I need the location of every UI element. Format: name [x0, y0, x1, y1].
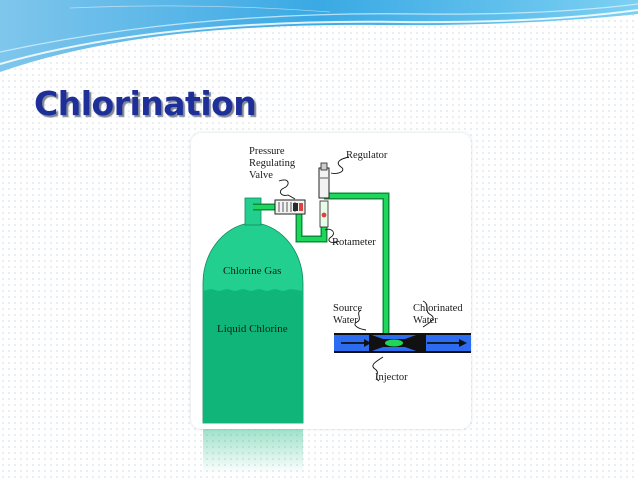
label-source-2: Water [333, 315, 358, 326]
label-injector: Injector [375, 372, 408, 383]
leader-lines [278, 156, 434, 382]
label-liquid-chlorine: Liquid Chlorine [217, 323, 288, 335]
flow-arrows [341, 339, 467, 347]
slide-title: Chlorination [34, 84, 257, 123]
pressure-regulating-valve [274, 199, 306, 215]
label-regulator: Regulator [346, 150, 388, 161]
label-rotameter: Rotameter [332, 237, 376, 248]
label-chlorine-gas: Chlorine Gas [223, 265, 281, 277]
tank-reflection [203, 429, 303, 474]
chlorine-tank [202, 197, 304, 424]
header-wave-decoration [0, 0, 638, 72]
label-pressure-1: Pressure [249, 146, 285, 157]
label-pressure-2: Regulating [249, 158, 296, 169]
label-pressure-3: Valve [249, 170, 273, 181]
regulator [318, 162, 330, 199]
rotameter [319, 200, 329, 228]
label-chlorinated-1: Chlorinated [413, 303, 463, 314]
water-pipe [334, 333, 471, 353]
chlorination-diagram: Pressure Regulating Valve Regulator Rota… [202, 146, 471, 474]
label-chlorinated-2: Water [413, 315, 438, 326]
label-source-1: Source [333, 303, 362, 314]
